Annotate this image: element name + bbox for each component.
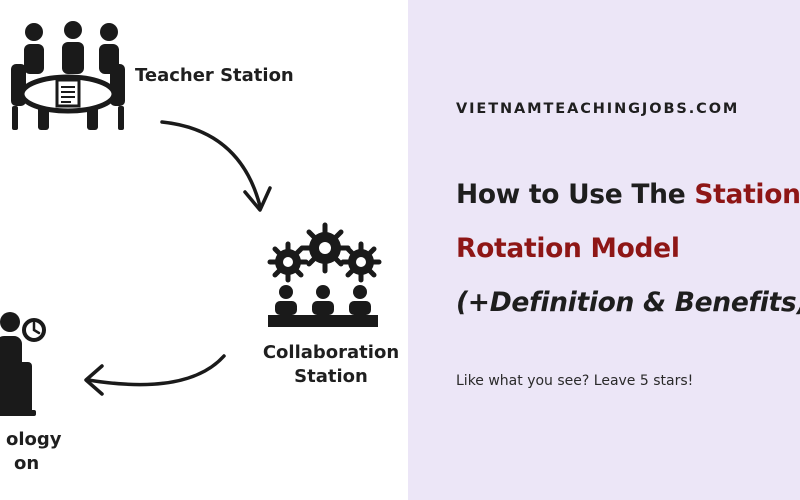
- collaboration-station-label: Collaboration Station: [256, 341, 406, 389]
- technology-icon: [0, 312, 46, 416]
- headline-line2: Rotation Model: [456, 233, 680, 264]
- collaboration-icon: [267, 222, 382, 327]
- headline-line1: How to Use The Station: [456, 179, 800, 210]
- site-name: VIETNAMTEACHINGJOBS.COM: [456, 101, 740, 117]
- technology-station-label: ology on: [6, 428, 62, 476]
- arrow-icon: [160, 120, 272, 212]
- collaboration-label-line2: Station: [294, 366, 368, 387]
- headline-line1-text: How to Use The: [456, 179, 695, 210]
- arrow-icon: [84, 354, 226, 396]
- collaboration-label-line1: Collaboration: [262, 342, 400, 363]
- technology-label-line1: ology: [6, 429, 62, 450]
- title-panel: VIETNAMTEACHINGJOBS.COM How to Use The S…: [408, 0, 800, 500]
- subtitle: Like what you see? Leave 5 stars!: [456, 373, 694, 389]
- meeting-table-icon: [11, 21, 125, 130]
- teacher-station-label: Teacher Station: [135, 65, 294, 86]
- headline-line3: (+Definition & Benefits): [456, 287, 800, 318]
- illustration-panel: Teacher Station: [0, 21, 406, 476]
- technology-label-line2: on: [14, 453, 40, 474]
- headline-accent: Station: [694, 179, 800, 210]
